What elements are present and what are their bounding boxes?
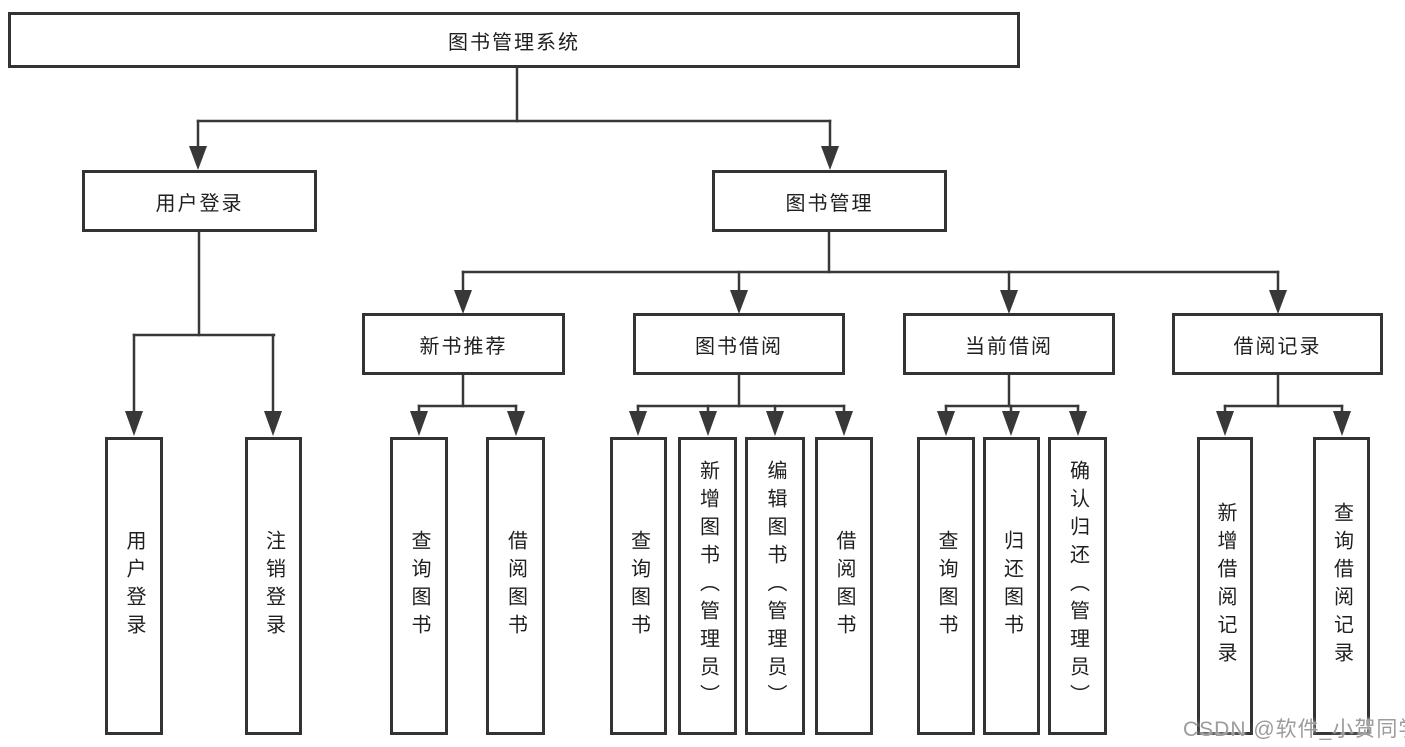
node-leaf-rec-query-book: 查询图书 bbox=[390, 437, 448, 735]
node-label: 新书推荐 bbox=[419, 335, 508, 358]
node-borrow-record: 借阅记录 bbox=[1172, 313, 1383, 375]
node-label: 用户登录 bbox=[123, 530, 145, 642]
node-label: 注销登录 bbox=[262, 530, 285, 642]
node-leaf-user-login: 用户登录 bbox=[105, 437, 163, 735]
connector-book-management-branch bbox=[454, 230, 1287, 314]
connector-root-to-level2 bbox=[189, 66, 839, 170]
node-leaf-bb-add-book: 新增图书（管理员） bbox=[678, 437, 737, 735]
node-label: 当前借阅 bbox=[965, 335, 1053, 358]
node-leaf-cb-confirm-return: 确认归还（管理员） bbox=[1048, 437, 1107, 735]
connector-borrow-record-branch bbox=[1216, 373, 1351, 436]
node-leaf-br-query-record: 查询借阅记录 bbox=[1313, 437, 1370, 735]
node-leaf-br-add-record: 新增借阅记录 bbox=[1197, 437, 1253, 735]
node-label: 查询图书 bbox=[627, 530, 650, 642]
node-leaf-bb-edit-book: 编辑图书（管理员） bbox=[745, 437, 805, 735]
node-label: 查询借阅记录 bbox=[1330, 502, 1353, 670]
node-leaf-logout: 注销登录 bbox=[245, 437, 302, 735]
node-label: 借阅图书 bbox=[833, 530, 855, 642]
node-user-login: 用户登录 bbox=[82, 170, 317, 232]
node-label: 借阅记录 bbox=[1233, 335, 1322, 358]
node-leaf-bb-borrow-book: 借阅图书 bbox=[815, 437, 873, 735]
node-new-book-recommend: 新书推荐 bbox=[362, 313, 565, 375]
node-leaf-bb-query-book: 查询图书 bbox=[610, 437, 667, 735]
node-label: 新增图书（管理员） bbox=[696, 460, 719, 712]
watermark: CSDN @软件_小贺同学 bbox=[1183, 718, 1405, 741]
connector-current-borrow-branch bbox=[937, 373, 1087, 436]
node-label: 图书借阅 bbox=[695, 335, 783, 358]
node-current-borrow: 当前借阅 bbox=[903, 313, 1115, 375]
connector-book-borrow-branch bbox=[629, 373, 853, 436]
node-label: 图书管理 bbox=[785, 192, 874, 215]
node-book-borrow: 图书借阅 bbox=[633, 313, 845, 375]
node-leaf-rec-borrow-book: 借阅图书 bbox=[486, 437, 545, 735]
node-leaf-cb-return-book: 归还图书 bbox=[983, 437, 1040, 735]
connector-new-book-recommend-branch bbox=[410, 373, 525, 436]
node-label: 查询图书 bbox=[935, 530, 957, 642]
node-leaf-cb-query-book: 查询图书 bbox=[917, 437, 975, 735]
node-label: 编辑图书（管理员） bbox=[764, 460, 786, 712]
node-label: 归还图书 bbox=[1000, 530, 1023, 642]
node-label: 查询图书 bbox=[408, 530, 430, 642]
connector-user-login-branch bbox=[125, 230, 282, 436]
node-label: 图书管理系统 bbox=[448, 31, 580, 54]
node-label: 新增借阅记录 bbox=[1214, 502, 1236, 670]
node-book-management: 图书管理 bbox=[712, 170, 947, 232]
node-label: 用户登录 bbox=[155, 192, 244, 215]
node-label: 确认归还（管理员） bbox=[1066, 460, 1089, 712]
node-root-library-system: 图书管理系统 bbox=[8, 12, 1020, 68]
node-label: 借阅图书 bbox=[504, 530, 527, 642]
